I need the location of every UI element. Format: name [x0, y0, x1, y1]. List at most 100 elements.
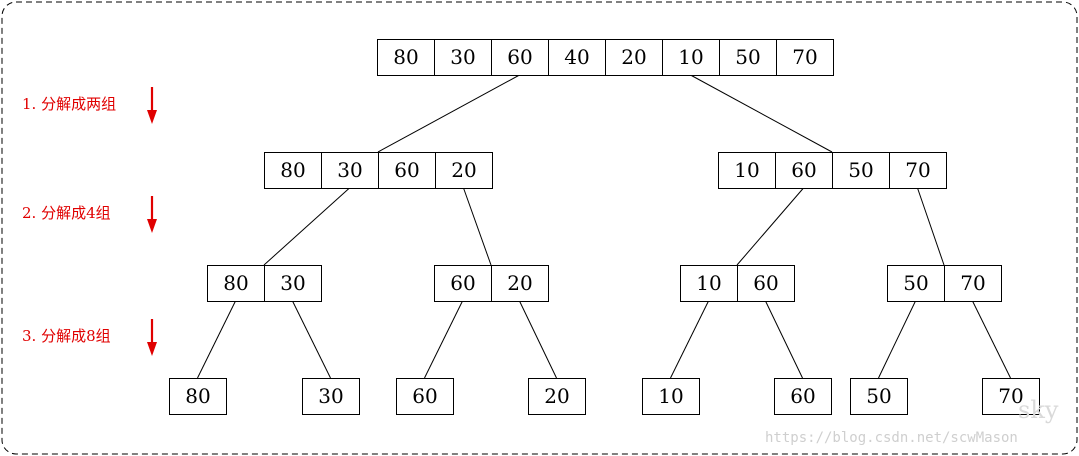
node-group-l3-g4: 10: [642, 378, 700, 415]
node-cell: [889, 152, 947, 189]
node-cell: [642, 378, 700, 415]
node-cell: [982, 378, 1040, 415]
node-group-l2-g1: 60 20: [434, 265, 549, 302]
node-value: 30: [318, 384, 343, 408]
node-cell: [944, 265, 1002, 302]
tree-edge: [670, 300, 709, 379]
node-cell: [528, 378, 586, 415]
node-group-l3-g0: 80: [169, 378, 227, 415]
step-label: 3. 分解成8组: [22, 327, 111, 345]
node-group-l2-g0: 80 30: [207, 265, 322, 302]
node-cell: [775, 152, 833, 189]
tree-edge: [263, 187, 350, 266]
tree-edge: [424, 300, 463, 379]
node-value: 80: [393, 45, 418, 69]
node-value: 50: [866, 384, 891, 408]
node-cell: [832, 152, 890, 189]
node-value: 60: [507, 45, 532, 69]
node-value: 50: [735, 45, 760, 69]
node-value: 70: [960, 271, 985, 295]
node-value: 20: [544, 384, 569, 408]
node-value: 10: [678, 45, 703, 69]
node-cell: [491, 265, 549, 302]
tree-edge: [519, 300, 557, 379]
watermark-url: https://blog.csdn.net/scwMason: [765, 430, 1018, 446]
tree-edge: [197, 300, 236, 379]
node-value: 20: [507, 271, 532, 295]
tree-edge: [377, 74, 520, 153]
node-cell: [264, 265, 322, 302]
node-cell: [264, 152, 322, 189]
node-group-l3-g2: 60: [396, 378, 454, 415]
watermark-name: sky: [1018, 396, 1059, 424]
node-group-l3-g3: 20: [528, 378, 586, 415]
node-group-l3-g7: 70: [982, 378, 1040, 415]
node-cell: [491, 39, 549, 76]
tree-edge: [292, 300, 331, 379]
node-cell: [169, 378, 227, 415]
node-cell: [680, 265, 738, 302]
node-cell: [434, 265, 492, 302]
node-group-l3-g6: 50: [850, 378, 908, 415]
node-value: 60: [450, 271, 475, 295]
node-value: 60: [394, 158, 419, 182]
node-value: 80: [280, 158, 305, 182]
node-value: 30: [337, 158, 362, 182]
node-value: 70: [905, 158, 930, 182]
node-value: 80: [223, 271, 248, 295]
node-value: 30: [280, 271, 305, 295]
node-cell: [718, 152, 776, 189]
node-cell: [887, 265, 945, 302]
node-cell: [207, 265, 265, 302]
node-value: 80: [185, 384, 210, 408]
node-cell: [302, 378, 360, 415]
node-group-l3-g5: 60: [774, 378, 832, 415]
down-arrow-icon: [147, 319, 157, 356]
node-cell: [435, 152, 493, 189]
node-value: 50: [848, 158, 873, 182]
node-cell: [378, 152, 436, 189]
node-value: 60: [790, 384, 815, 408]
node-value: 20: [451, 158, 476, 182]
node-group-l2-g3: 50 70: [887, 265, 1002, 302]
node-cell: [662, 39, 720, 76]
node-cell: [776, 39, 834, 76]
node-value: 50: [903, 271, 928, 295]
node-value: 20: [621, 45, 646, 69]
node-group-l1-g0: 80 30 60 20: [264, 152, 493, 189]
node-cell: [737, 265, 795, 302]
node-value: 30: [450, 45, 475, 69]
node-cell: [774, 378, 832, 415]
tree-edges: [197, 74, 1011, 379]
down-arrow-icon: [147, 87, 157, 124]
tree-edge: [463, 187, 492, 266]
node-value: 10: [734, 158, 759, 182]
down-arrow-icon: [147, 196, 157, 233]
node-cell: [850, 378, 908, 415]
tree-edge: [878, 300, 916, 379]
tree-edge: [917, 187, 945, 266]
tree-edge: [736, 187, 804, 266]
node-cell: [396, 378, 454, 415]
node-value: 60: [791, 158, 816, 182]
tree-edge: [690, 74, 833, 153]
node-value: 70: [792, 45, 817, 69]
node-cell: [321, 152, 379, 189]
node-cell: [434, 39, 492, 76]
tree-edge: [765, 300, 803, 379]
step-labels: 1. 分解成两组 2. 分解成4组 3. 分解成8组: [22, 87, 157, 356]
node-value: 10: [696, 271, 721, 295]
tree-edge: [972, 300, 1011, 379]
node-group-l1-g1: 10 60 50 70: [718, 152, 947, 189]
step-label: 2. 分解成4组: [22, 204, 111, 222]
node-group-l3-g1: 30: [302, 378, 360, 415]
node-value: 70: [998, 384, 1023, 408]
node-value: 60: [412, 384, 437, 408]
node-value: 10: [658, 384, 683, 408]
step-label: 1. 分解成两组: [22, 95, 116, 113]
